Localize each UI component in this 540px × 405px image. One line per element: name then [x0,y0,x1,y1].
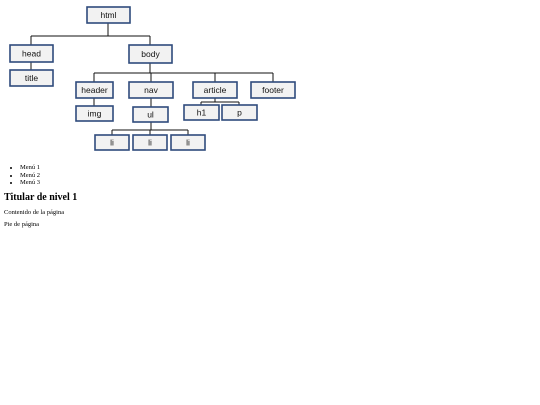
page-heading: Titular de nivel 1 [4,191,78,203]
menu-item-1: Menú 1 [20,164,524,172]
tree-node-img: img [75,105,114,122]
edge-html-children [30,23,151,45]
tree-node-head: head [9,44,54,63]
tree-node-li-3: li [170,134,206,151]
tree-node-label: li [110,138,114,148]
tree-node-li-2: li [132,134,168,151]
page-footer-text: Pie de página [4,220,40,228]
tree-node-html: html [86,6,131,24]
menu-item-3: Menú 3 [20,179,524,187]
tree-node-article: article [192,81,238,99]
page-content-text: Contenido de la página [4,208,65,216]
tree-node-label: h1 [197,108,207,118]
tree-node-p: p [221,104,258,121]
edge-body-children [93,63,274,82]
tree-node-label: nav [144,85,158,95]
menu-item-2: Menú 2 [20,172,524,180]
nav-menu: Menú 1 Menú 2 Menú 3 [4,164,524,187]
tree-node-label: li [186,138,190,148]
tree-node-header: header [75,81,114,99]
rendered-page: Menú 1 Menú 2 Menú 3 Titular de nivel 1 … [4,164,524,229]
tree-node-label: p [237,108,242,118]
dom-tree-diagram: html head body title header nav article … [9,6,296,151]
tree-node-label: ul [147,110,154,120]
tree-node-label: html [100,10,116,20]
tree-node-label: footer [262,85,284,95]
tree-node-label: article [204,85,227,95]
tree-node-label: header [81,85,108,95]
tree-node-title: title [9,69,54,87]
tree-node-footer: footer [250,81,296,99]
tree-node-label: body [141,49,160,59]
tree-node-label: img [88,109,102,119]
tree-node-label: li [148,138,152,148]
tree-node-body: body [128,44,173,64]
edge-article-children [200,98,240,105]
tree-connectors [30,23,274,135]
tree-node-nav: nav [128,81,174,99]
tree-node-li-1: li [94,134,130,151]
tree-node-h1: h1 [183,104,220,121]
edge-ul-children [111,122,189,135]
tree-node-label: head [22,49,41,59]
tree-node-label: title [25,73,39,83]
tree-node-ul: ul [132,106,169,123]
